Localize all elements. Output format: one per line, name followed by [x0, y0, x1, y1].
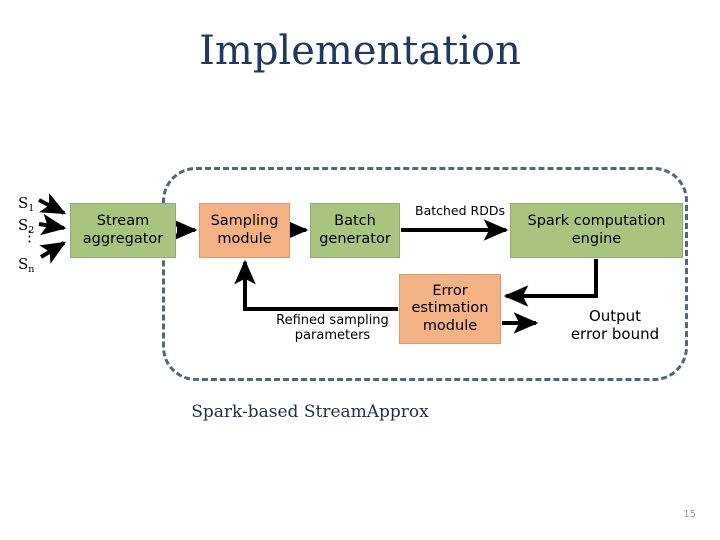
edge-label-refined-sampling-line1: Refined sampling	[276, 313, 389, 328]
stream-source-s2-letter: S	[18, 216, 29, 234]
stream-source-s2-index: 2	[28, 225, 35, 236]
node-error-estimation-module[interactable]: Error estimation module	[399, 274, 501, 344]
arrow-sn-to-aggregator	[39, 241, 67, 264]
node-stream-aggregator[interactable]: Stream aggregator	[70, 203, 176, 258]
diagram-caption: Spark-based StreamApprox	[191, 402, 429, 422]
node-spark-computation-engine[interactable]: Spark computation engine	[510, 203, 683, 258]
stream-source-s2: S2	[18, 216, 35, 236]
edge-label-output-error-bound: Output error bound	[540, 307, 690, 343]
arrow-s2-to-aggregator	[38, 213, 67, 236]
node-error-estimation-module-line1: Error	[432, 283, 468, 300]
arrow-s1-to-aggregator	[38, 193, 67, 215]
node-batch-generator-line2: generator	[319, 230, 391, 247]
edge-label-output-error-line1: Output	[588, 307, 642, 325]
stream-source-ellipsis: ⋮	[22, 227, 37, 245]
node-error-estimation-module-line2: estimation	[411, 300, 489, 317]
edge-label-output-error-line2: error bound	[570, 324, 660, 343]
node-sampling-module-line1: Sampling	[210, 213, 279, 230]
stream-source-s1-index: 1	[28, 203, 35, 214]
node-spark-computation-engine-line1: Spark computation	[527, 213, 666, 230]
edge-label-batched-rdds: Batched RDDs	[415, 203, 505, 218]
node-sampling-module-line2: module	[217, 230, 272, 247]
node-stream-aggregator-line2: aggregator	[82, 230, 164, 247]
page-title: Implementation	[199, 28, 521, 74]
node-spark-computation-engine-line2: engine	[571, 230, 622, 247]
stream-source-sn-index: n	[28, 264, 35, 275]
node-batch-generator-line1: Batch	[334, 213, 376, 230]
stream-source-sn-letter: S	[18, 255, 29, 273]
stream-source-s1-letter: S	[18, 194, 29, 212]
edge-label-refined-sampling-line2: parameters	[294, 328, 371, 344]
page-number: 15	[683, 509, 696, 520]
node-sampling-module[interactable]: Sampling module	[199, 203, 290, 258]
node-error-estimation-module-line3: module	[422, 317, 478, 334]
stream-source-s1: S1	[18, 194, 35, 214]
node-batch-generator[interactable]: Batch generator	[310, 203, 400, 258]
node-stream-aggregator-line1: Stream	[96, 213, 150, 230]
spark-based-streamapprox-boundary	[162, 167, 688, 381]
edge-label-refined-sampling-parameters: Refined sampling parameters	[250, 313, 415, 344]
stream-source-sn: Sn	[18, 255, 35, 275]
